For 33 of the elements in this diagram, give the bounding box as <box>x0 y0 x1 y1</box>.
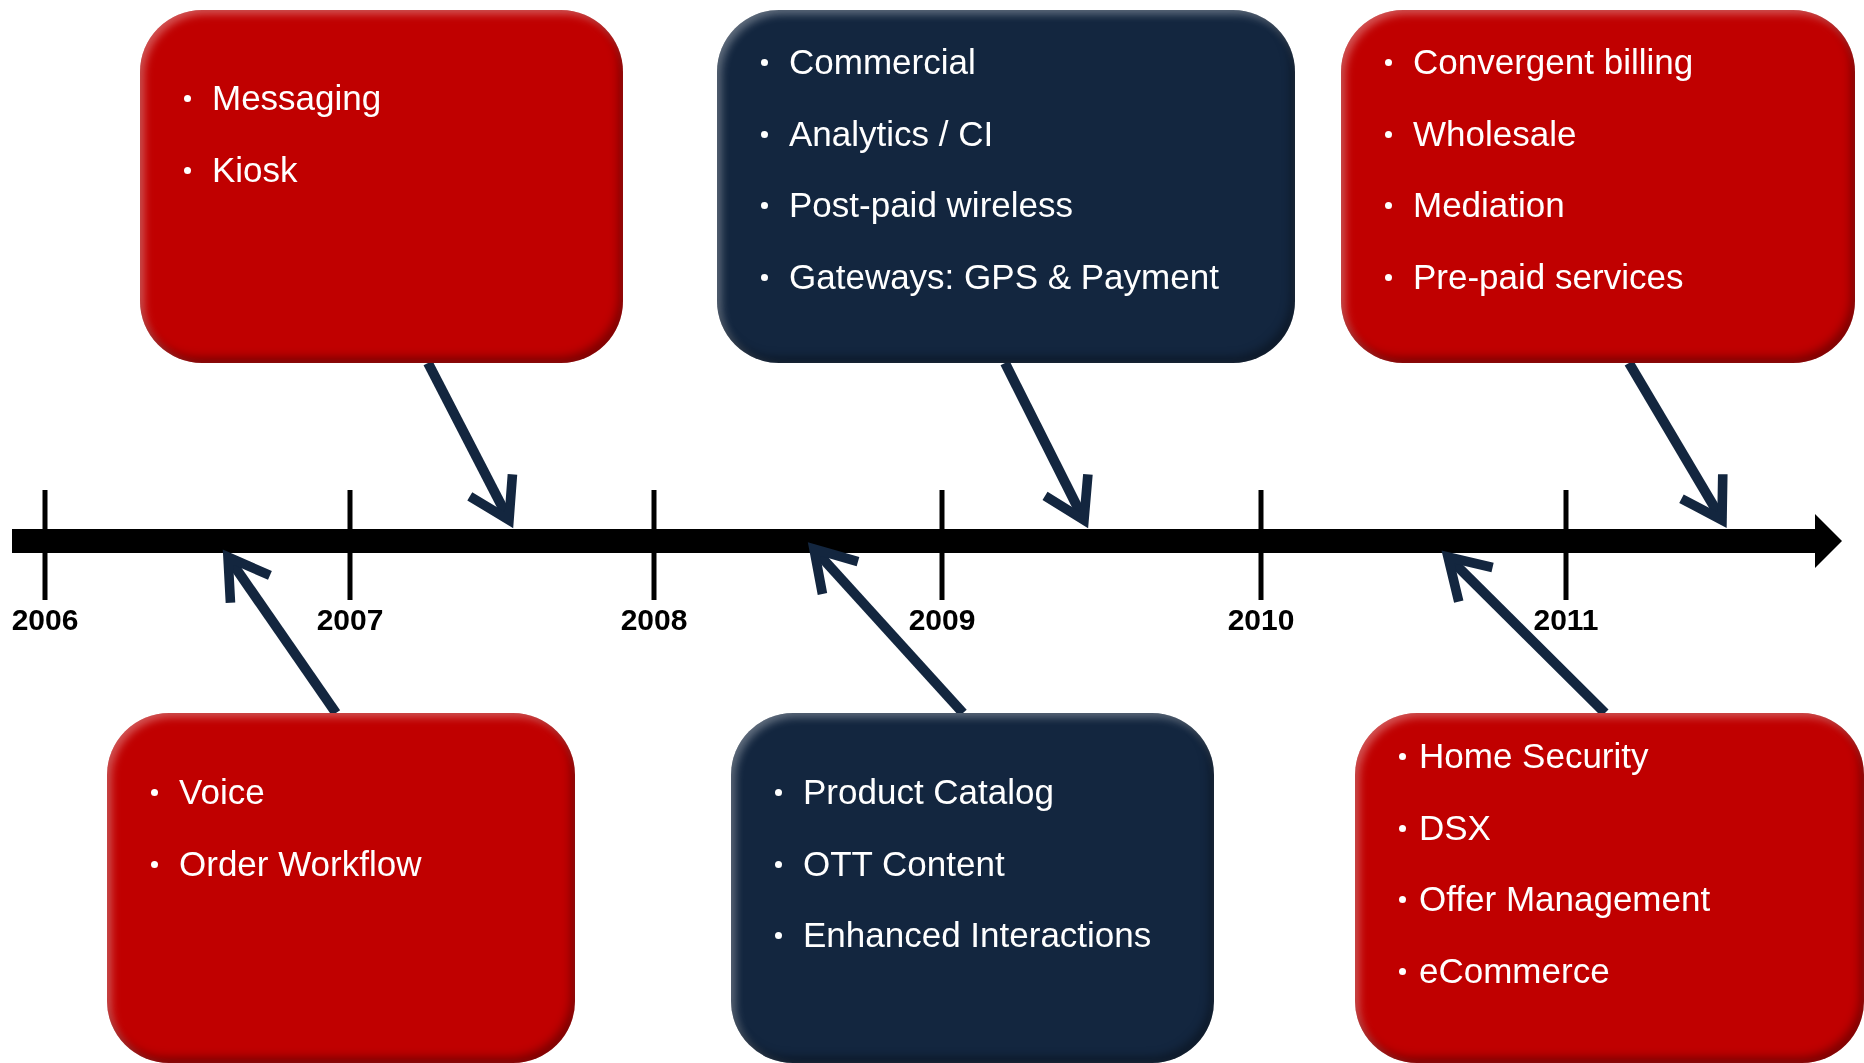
bullet-text: Offer Management <box>1419 879 1711 919</box>
year-label: 2011 <box>1533 603 1599 637</box>
milestone-card <box>107 713 575 1063</box>
bullet-text: Product Catalog <box>803 772 1054 812</box>
milestone-card <box>1355 713 1864 1063</box>
bullet-text: Mediation <box>1413 185 1565 225</box>
year-label: 2010 <box>1227 603 1295 637</box>
bullet-text: Order Workflow <box>179 843 422 884</box>
bullet-text: Home Security <box>1419 736 1649 776</box>
arrow <box>1624 360 1728 525</box>
year-label: 2009 <box>908 603 976 637</box>
bullet-text: Pre-paid services <box>1413 256 1684 297</box>
year-label: 2008 <box>620 603 688 637</box>
milestone-card <box>140 10 623 363</box>
bullet-text: Commercial <box>789 42 976 82</box>
bullet-text: Convergent billing <box>1413 42 1694 82</box>
bullet-text: Wholesale <box>1413 113 1577 154</box>
bullet-text: OTT Content <box>803 843 1005 884</box>
year-label: 2006 <box>11 603 79 637</box>
bullet-text: Gateways: GPS & Payment <box>789 256 1219 297</box>
bullet-text: Messaging <box>212 78 382 118</box>
bullet-text: Post-paid wireless <box>789 185 1073 225</box>
bullet-text: Enhanced Interactions <box>803 915 1152 955</box>
milestone-card <box>1341 10 1855 363</box>
bullet-text: DSX <box>1419 807 1491 848</box>
milestone-card-dark <box>731 713 1214 1063</box>
bullet-text: eCommerce <box>1419 950 1610 991</box>
bullet-text: Kiosk <box>212 149 298 190</box>
year-label: 2007 <box>316 603 384 637</box>
bullet-text: Voice <box>179 772 265 812</box>
arrow <box>223 552 341 716</box>
milestone-card-dark <box>717 10 1295 363</box>
bullet-text: Analytics / CI <box>789 113 994 154</box>
